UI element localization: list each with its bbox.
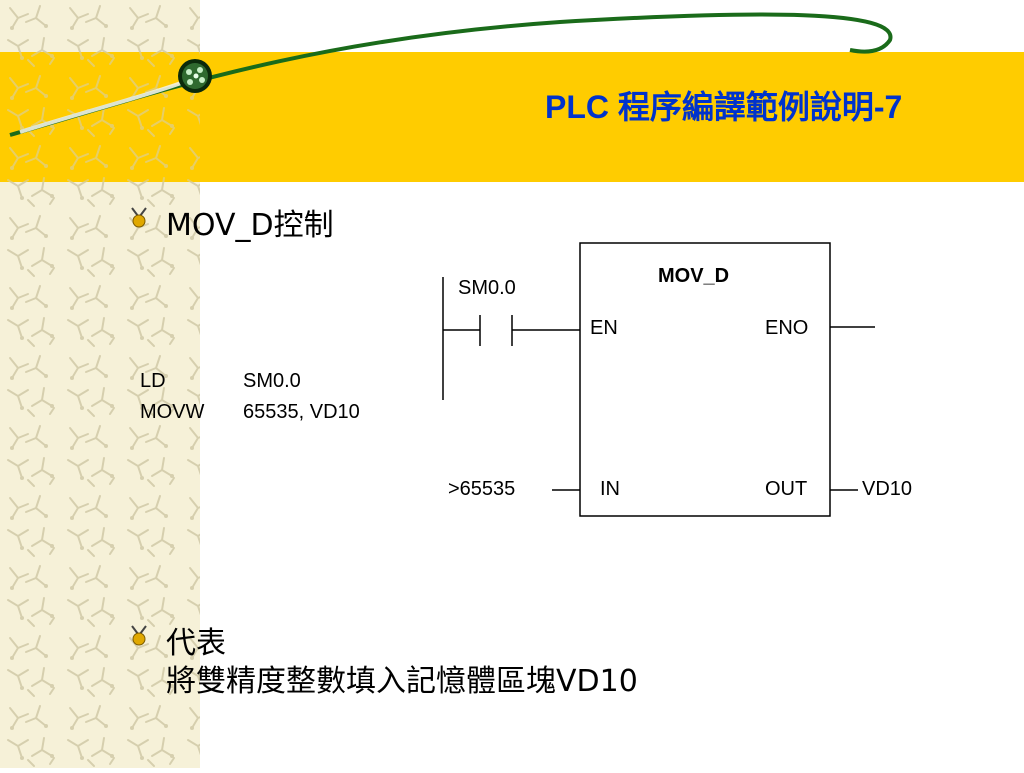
bullet-icon [131,207,147,228]
mov-d-box [579,242,831,517]
orb-icon [178,59,212,93]
en-label: EN [590,317,618,339]
sidebar-overlay [0,0,200,768]
code-op-1: LD [140,370,166,392]
bullet-text-represents: 代表 [166,626,226,661]
bullet-icon [131,625,147,646]
ladder-diagram: SM0.0 MOV_D EN ENO IN OUT >65535 VD10 [430,235,950,535]
eno-label: ENO [765,317,809,339]
decorative-swoosh [9,12,893,137]
out-value: VD10 [862,478,913,500]
out-label: OUT [765,478,808,500]
in-value: >65535 [448,478,516,500]
bullet-text-mov-d: MOV_D控制 [166,208,334,243]
block-name: MOV_D [658,265,730,287]
contact-label: SM0.0 [458,277,516,299]
bullet-text-description: 將雙精度整數填入記憶體區塊VD10 [166,664,638,699]
code-op-2: MOVW [140,401,205,423]
in-label: IN [600,478,620,500]
code-arg-1: SM0.0 [243,370,301,392]
code-arg-2: 65535, VD10 [243,401,360,423]
slide-title: PLC 程序編譯範例說明-7 [545,89,903,125]
